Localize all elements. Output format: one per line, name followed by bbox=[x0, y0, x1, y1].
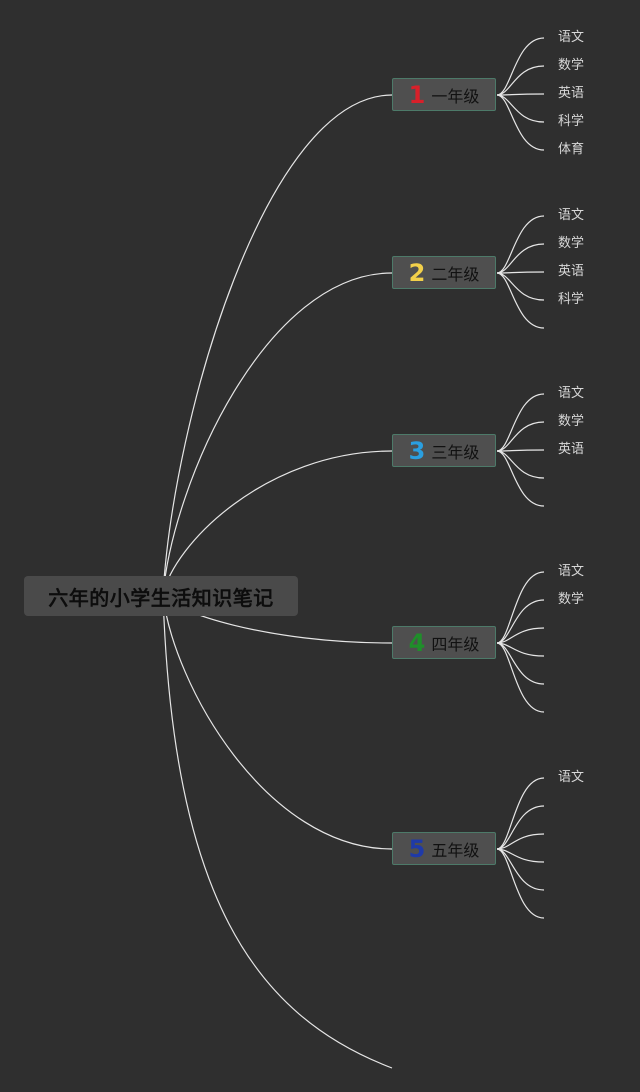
subject-connector bbox=[496, 65, 545, 96]
grade-number: 4 bbox=[408, 628, 426, 657]
grade-number: 3 bbox=[408, 436, 426, 465]
subject-connector bbox=[496, 571, 545, 644]
grade-label: 三年级 bbox=[431, 442, 480, 462]
subject-connector bbox=[496, 94, 545, 123]
subject-leaf[interactable]: 数学 bbox=[558, 592, 585, 607]
subject-connector bbox=[496, 450, 545, 507]
subject-leaf[interactable]: 数学 bbox=[558, 414, 585, 429]
grade-connector bbox=[162, 594, 393, 1069]
subject-connector bbox=[496, 272, 545, 329]
subject-connector bbox=[496, 271, 545, 274]
grade-connector bbox=[162, 450, 393, 596]
root-topic-label: 六年的小学生活知识笔记 bbox=[48, 585, 274, 610]
subject-connector bbox=[496, 777, 545, 850]
subject-connector bbox=[496, 833, 545, 850]
subject-connector bbox=[496, 93, 545, 96]
grade-node-5[interactable]: 5 五年级 bbox=[392, 832, 496, 865]
grade-connector bbox=[162, 272, 393, 596]
grade-node-4[interactable]: 4 四年级 bbox=[392, 626, 496, 659]
subject-leaf[interactable]: 语文 bbox=[558, 208, 585, 223]
subject-leaf[interactable]: 英语 bbox=[558, 264, 585, 279]
grade-number: 2 bbox=[408, 258, 426, 287]
subject-leaf[interactable]: 语文 bbox=[558, 564, 585, 579]
subject-connector bbox=[496, 272, 545, 301]
subject-leaf[interactable]: 数学 bbox=[558, 236, 585, 251]
subject-leaf[interactable]: 科学 bbox=[558, 292, 585, 307]
subject-connector bbox=[496, 393, 545, 452]
subject-connector bbox=[496, 642, 545, 713]
grade-connector bbox=[162, 594, 393, 850]
subject-connector bbox=[496, 642, 545, 685]
subject-leaf[interactable]: 英语 bbox=[558, 86, 585, 101]
grade-number: 1 bbox=[408, 80, 426, 109]
subject-leaf[interactable]: 语文 bbox=[558, 386, 585, 401]
subject-connector bbox=[496, 215, 545, 274]
grade-label: 五年级 bbox=[431, 840, 480, 860]
grade-node-1[interactable]: 1 一年级 bbox=[392, 78, 496, 111]
subject-connector bbox=[496, 94, 545, 151]
subject-leaf[interactable]: 语文 bbox=[558, 30, 585, 45]
subject-connector bbox=[496, 642, 545, 657]
grade-connector bbox=[162, 94, 393, 596]
subject-connector bbox=[496, 599, 545, 644]
grade-label: 二年级 bbox=[431, 264, 480, 284]
subject-connector bbox=[496, 421, 545, 452]
subject-connector bbox=[496, 848, 545, 863]
root-topic[interactable]: 六年的小学生活知识笔记 bbox=[24, 576, 298, 616]
subject-leaf[interactable]: 科学 bbox=[558, 114, 585, 129]
subject-connector bbox=[496, 627, 545, 644]
grade-number: 5 bbox=[408, 834, 426, 863]
subject-leaf[interactable]: 语文 bbox=[558, 770, 585, 785]
grade-node-2[interactable]: 2 二年级 bbox=[392, 256, 496, 289]
subject-connector bbox=[496, 848, 545, 891]
subject-connector bbox=[496, 450, 545, 479]
grade-label: 四年级 bbox=[431, 634, 480, 654]
subject-connector bbox=[496, 848, 545, 919]
subject-leaf[interactable]: 数学 bbox=[558, 58, 585, 73]
subject-leaf[interactable]: 英语 bbox=[558, 442, 585, 457]
subject-connector bbox=[496, 449, 545, 452]
grade-label: 一年级 bbox=[431, 86, 480, 106]
subject-connector bbox=[496, 805, 545, 850]
grade-node-3[interactable]: 3 三年级 bbox=[392, 434, 496, 467]
subject-connector bbox=[496, 243, 545, 274]
subject-connector bbox=[496, 37, 545, 96]
subject-leaf[interactable]: 体育 bbox=[558, 142, 585, 157]
